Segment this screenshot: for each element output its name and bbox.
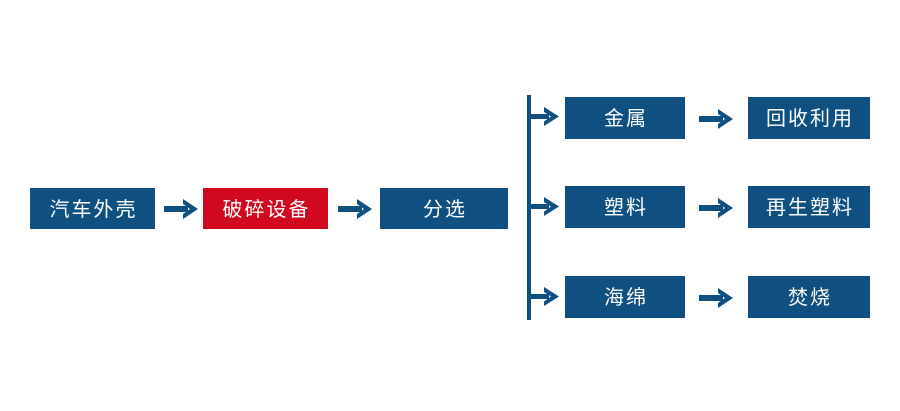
node-metal-label: 金属 <box>604 106 648 130</box>
node-recycle-reuse-label: 回收利用 <box>766 106 854 130</box>
arrow-sponge-to-incineration <box>698 285 736 311</box>
node-shredding-equipment-label: 破碎设备 <box>222 196 311 221</box>
node-vehicle-shell-label: 汽车外壳 <box>49 196 138 221</box>
branch-arrow-sponge <box>529 285 561 309</box>
node-incineration[interactable]: 焚烧 <box>748 276 870 318</box>
node-regenerated-plastic-label: 再生塑料 <box>766 195 854 219</box>
branch-arrow-plastic <box>529 195 561 219</box>
node-plastic-label: 塑料 <box>604 195 648 219</box>
node-plastic[interactable]: 塑料 <box>565 186 685 228</box>
node-recycle-reuse[interactable]: 回收利用 <box>748 97 870 139</box>
node-incineration-label: 焚烧 <box>788 285 832 309</box>
node-regenerated-plastic[interactable]: 再生塑料 <box>748 186 870 228</box>
arrow-shredder-to-sorting <box>337 196 375 222</box>
node-shredding-equipment[interactable]: 破碎设备 <box>203 188 328 229</box>
node-sorting[interactable]: 分选 <box>380 188 508 229</box>
node-sponge[interactable]: 海绵 <box>565 276 685 318</box>
node-vehicle-shell[interactable]: 汽车外壳 <box>30 188 155 229</box>
branch-arrow-metal <box>529 105 561 129</box>
arrow-shell-to-shredder <box>163 196 201 222</box>
arrow-metal-to-recycle <box>698 106 736 132</box>
node-metal[interactable]: 金属 <box>565 97 685 139</box>
arrow-plastic-to-regenerated <box>698 195 736 221</box>
node-sponge-label: 海绵 <box>604 285 648 309</box>
node-sorting-label: 分选 <box>423 196 467 221</box>
